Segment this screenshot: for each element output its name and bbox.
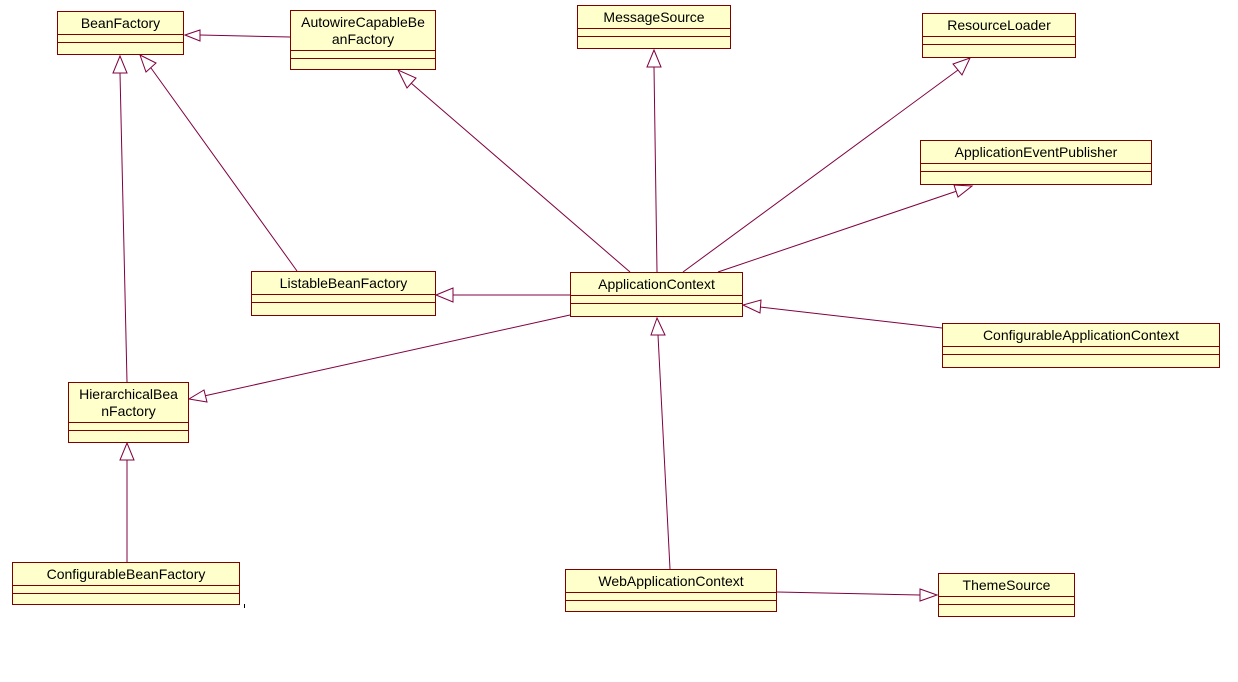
operations-compartment	[13, 593, 239, 604]
edge-webappctx-to-themesource	[776, 591, 921, 596]
attributes-compartment	[291, 50, 435, 58]
operations-compartment	[578, 36, 730, 48]
class-name: ListableBeanFactory	[279, 275, 408, 291]
class-beanfactory: BeanFactory	[57, 11, 184, 55]
edge-appctx-to-messagesource	[653, 66, 658, 273]
class-name: ThemeSource	[962, 577, 1051, 593]
attributes-compartment	[943, 346, 1219, 354]
attributes-compartment	[923, 36, 1075, 44]
operations-compartment	[69, 430, 188, 442]
class-hierarchicalbeanfactory: HierarchicalBea nFactory	[68, 382, 189, 443]
edge-configappctx-to-appctx	[759, 306, 943, 329]
class-name: BeanFactory	[80, 15, 161, 31]
operations-compartment	[58, 42, 183, 54]
operations-compartment	[291, 58, 435, 69]
arrowhead-webappctx-to-themesource	[919, 588, 939, 602]
attributes-compartment	[566, 592, 776, 600]
class-autowirecapablebeanfactory: AutowireCapableBe anFactory	[290, 10, 436, 70]
arrowhead-webappctx-to-appctx	[650, 316, 666, 336]
class-name: ConfigurableBeanFactory	[46, 566, 206, 582]
operations-compartment	[566, 600, 776, 611]
arrowhead-appctx-to-autowire	[396, 68, 417, 89]
arrowhead-appctx-to-messagesource	[646, 48, 662, 68]
attributes-compartment	[13, 585, 239, 593]
arrowhead-appctx-to-resourceloader	[952, 57, 971, 76]
class-name: AutowireCapableBe anFactory	[301, 14, 425, 47]
arrowhead-appctx-to-eventpublisher	[953, 184, 974, 198]
class-name: ApplicationEventPublisher	[954, 144, 1118, 160]
operations-compartment	[921, 171, 1151, 184]
operations-compartment	[939, 604, 1074, 616]
edge-appctx-to-eventpublisher	[717, 190, 958, 273]
class-configurableapplicationcontext: ConfigurableApplicationContext	[942, 323, 1220, 368]
edge-listable-to-beanfactory	[150, 67, 298, 272]
class-applicationcontext: ApplicationContext	[570, 272, 743, 317]
attributes-compartment	[921, 163, 1151, 171]
class-themesource: ThemeSource	[938, 573, 1075, 617]
class-name: ApplicationContext	[598, 276, 715, 292]
edge-appctx-to-hierarchical	[203, 314, 571, 397]
attributes-compartment	[58, 34, 183, 42]
attributes-compartment	[571, 295, 742, 303]
operations-compartment	[943, 354, 1219, 367]
class-name: MessageSource	[603, 9, 705, 25]
edge-hierarchical-to-beanfactory	[119, 72, 128, 383]
arrowhead-listable-to-beanfactory	[139, 53, 157, 73]
class-messagesource: MessageSource	[577, 5, 731, 49]
edge-autowire-to-beanfactory	[199, 34, 291, 38]
operations-compartment	[923, 44, 1075, 57]
attributes-compartment	[578, 28, 730, 36]
attributes-compartment	[69, 422, 188, 430]
stray-mark	[244, 604, 245, 608]
class-name: ConfigurableApplicationContext	[982, 327, 1180, 343]
arrowhead-appctx-to-hierarchical	[187, 389, 208, 403]
attributes-compartment	[252, 294, 435, 302]
operations-compartment	[571, 303, 742, 316]
arrowhead-appctx-to-listable	[434, 287, 454, 303]
arrowhead-autowire-to-beanfactory	[183, 29, 201, 42]
arrowhead-configbf-to-hierarchical	[119, 441, 135, 461]
class-name: HierarchicalBea nFactory	[79, 386, 178, 419]
edge-appctx-to-resourceloader	[682, 69, 959, 273]
class-webapplicationcontext: WebApplicationContext	[565, 569, 777, 612]
arrowhead-hierarchical-to-beanfactory	[112, 54, 128, 74]
class-name: ResourceLoader	[947, 17, 1051, 33]
class-configurablebeanfactory: ConfigurableBeanFactory	[12, 562, 240, 605]
class-resourceloader: ResourceLoader	[922, 13, 1076, 58]
arrowhead-configappctx-to-appctx	[741, 299, 762, 314]
operations-compartment	[252, 302, 435, 315]
edge-webappctx-to-appctx	[657, 334, 671, 570]
attributes-compartment	[939, 596, 1074, 604]
class-listablebeanfactory: ListableBeanFactory	[251, 271, 436, 316]
class-name: WebApplicationContext	[598, 573, 744, 589]
class-applicationeventpublisher: ApplicationEventPublisher	[920, 140, 1152, 185]
edge-appctx-to-autowire	[410, 82, 631, 273]
